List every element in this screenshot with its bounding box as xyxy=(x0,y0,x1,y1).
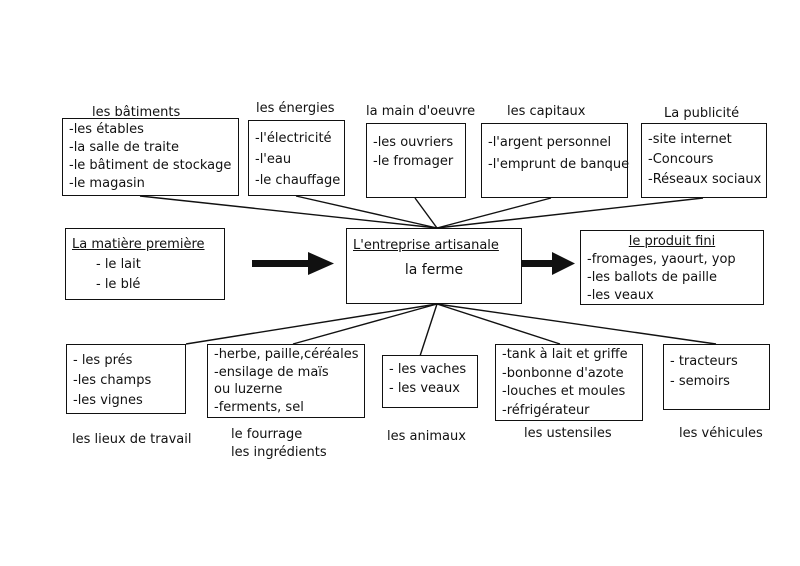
label-vehicules: les véhicules xyxy=(679,426,763,441)
arrow-right xyxy=(522,252,575,275)
box-animaux: - les vaches - les veaux xyxy=(382,355,478,408)
box-main-oeuvre: -les ouvriers -le fromager xyxy=(366,123,466,198)
arrow-left xyxy=(252,252,334,275)
line-publicite xyxy=(436,197,704,229)
animaux-item: - les veaux xyxy=(389,381,460,396)
label-ustensiles: les ustensiles xyxy=(524,426,612,441)
label-publicite: La publicité xyxy=(664,106,740,121)
ustensiles-item: -bonbonne d'azote xyxy=(502,365,624,381)
produit-title: le produit fini xyxy=(628,234,716,249)
box-entreprise: L'entreprise artisanale la ferme xyxy=(346,228,522,304)
batiments-item: -la salle de traite xyxy=(69,140,179,155)
publicite-item: -site internet xyxy=(648,132,732,147)
line-energies xyxy=(295,195,438,229)
matiere-title: La matière première xyxy=(72,237,205,252)
line-fourrage xyxy=(292,303,438,345)
line-ustensiles xyxy=(436,303,561,345)
batiments-item: -le bâtiment de stockage xyxy=(69,158,232,173)
vehicules-item: - tracteurs xyxy=(670,354,738,369)
ustensiles-item: -tank à lait et griffe xyxy=(502,347,628,362)
label-ingredients: les ingrédients xyxy=(231,445,327,460)
main-oeuvre-item: -le fromager xyxy=(373,154,454,169)
lieux-item: -les vignes xyxy=(73,393,143,408)
line-lieux xyxy=(185,303,438,345)
energies-item: -le chauffage xyxy=(255,173,341,188)
box-publicite: -site internet -Concours -Réseaux sociau… xyxy=(641,123,767,198)
publicite-item: -Réseaux sociaux xyxy=(648,172,762,187)
line-animaux xyxy=(419,303,438,357)
label-energies: les énergies xyxy=(256,101,335,116)
vehicules-item: - semoirs xyxy=(670,374,730,389)
matiere-item: - le blé xyxy=(96,277,141,292)
matiere-item: - le lait xyxy=(96,257,141,272)
fourrage-item: -herbe, paille,céréales xyxy=(214,347,359,362)
capitaux-item: -l'emprunt de banque xyxy=(488,157,630,172)
fourrage-item: -ferments, sel xyxy=(214,399,304,415)
animaux-item: - les vaches xyxy=(389,362,467,377)
box-matiere-premiere: La matière première - le lait - le blé xyxy=(65,228,225,300)
label-main-oeuvre: la main d'oeuvre xyxy=(366,104,476,119)
produit-item: -les veaux xyxy=(587,288,654,303)
energies-item: -l'électricité xyxy=(255,131,332,146)
publicite-item: -Concours xyxy=(648,152,714,167)
box-fourrage: -herbe, paille,céréales -ensilage de maï… xyxy=(207,344,365,418)
batiments-item: -le magasin xyxy=(69,176,145,191)
line-capitaux xyxy=(436,197,552,229)
lieux-item: - les prés xyxy=(73,353,133,368)
entreprise-title: L'entreprise artisanale xyxy=(353,238,499,253)
box-ustensiles: -tank à lait et griffe -bonbonne d'azote… xyxy=(495,344,643,421)
label-animaux: les animaux xyxy=(387,429,466,444)
line-batiments xyxy=(139,195,438,229)
main-oeuvre-item: -les ouvriers xyxy=(373,135,454,150)
label-fourrage: le fourrage xyxy=(231,427,303,442)
box-produit-fini: le produit fini -fromages, yaourt, yop -… xyxy=(580,230,764,305)
lieux-item: -les champs xyxy=(73,373,152,388)
fourrage-item: -ensilage de maïs xyxy=(214,364,329,380)
batiments-item: -les étables xyxy=(69,122,144,137)
label-lieux: les lieux de travail xyxy=(72,432,192,447)
energies-item: -l'eau xyxy=(255,152,292,167)
ustensiles-item: -réfrigérateur xyxy=(502,402,590,418)
label-capitaux: les capitaux xyxy=(507,104,586,119)
entreprise-sub: la ferme xyxy=(404,262,464,278)
box-capitaux: -l'argent personnel -l'emprunt de banque xyxy=(481,123,630,198)
produit-item: -les ballots de paille xyxy=(587,270,718,285)
ustensiles-item: -louches et moules xyxy=(502,384,626,399)
label-batiments: les bâtiments xyxy=(92,105,181,120)
line-vehicules xyxy=(436,303,717,345)
fourrage-item: ou luzerne xyxy=(214,382,283,397)
box-lieux: - les prés -les champs -les vignes xyxy=(66,344,186,414)
box-batiments: -les étables -la salle de traite -le bât… xyxy=(62,118,239,196)
capitaux-item: -l'argent personnel xyxy=(488,135,612,150)
line-main-oeuvre xyxy=(414,197,438,229)
box-vehicules: - tracteurs - semoirs xyxy=(663,344,770,410)
box-energies: -l'électricité -l'eau -le chauffage xyxy=(248,120,345,196)
produit-item: -fromages, yaourt, yop xyxy=(587,252,736,267)
